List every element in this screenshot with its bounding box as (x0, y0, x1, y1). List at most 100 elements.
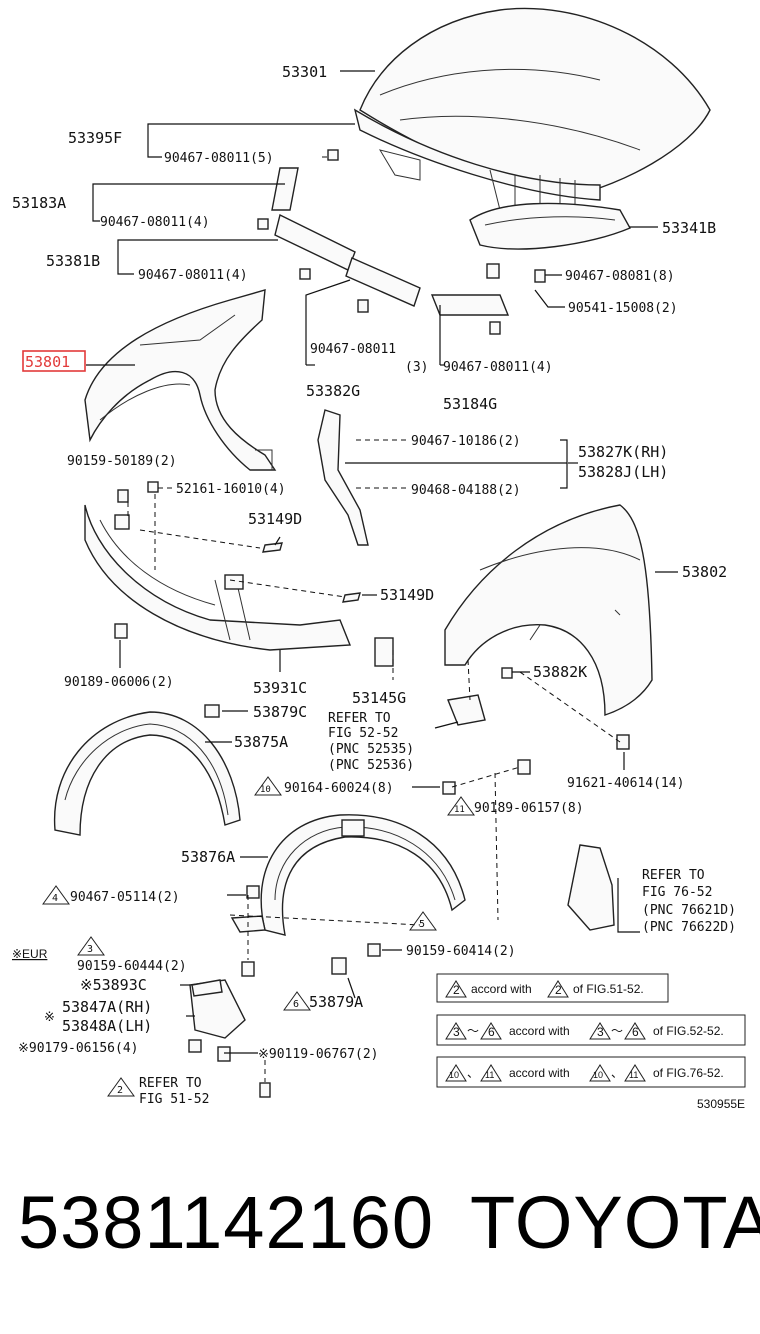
label-53395F[interactable]: 53395F (68, 129, 122, 147)
label-90468-04188[interactable]: 90468-04188(2) (411, 483, 521, 498)
pad-53149D-b-drawing[interactable] (342, 592, 361, 603)
mark-4-text: 4 (52, 893, 58, 904)
seal-53382G-drawing[interactable] (345, 257, 421, 307)
label-90164-60024[interactable]: 90164-60024(8) (284, 781, 394, 796)
label-53802[interactable]: 53802 (682, 563, 727, 581)
clip-90467-08011-5-drawing[interactable] (327, 149, 339, 161)
protector-53827K-drawing[interactable] (317, 409, 369, 546)
label-53848A[interactable]: 53848A(LH) (62, 1017, 152, 1035)
label-52161-16010[interactable]: 52161-16010(4) (176, 482, 286, 497)
label-90467-08011-5[interactable]: 90467-08011(5) (164, 151, 274, 166)
label-90119-06767[interactable]: ※90119-06767(2) (258, 1047, 378, 1062)
label-53876A[interactable]: 53876A (181, 848, 235, 866)
retainer-53879A-drawing[interactable] (331, 957, 347, 975)
label-53145G[interactable]: 53145G (352, 689, 406, 707)
svg-text:2: 2 (555, 983, 562, 997)
ref-fig-52-52-line2[interactable]: FIG 52-52 (328, 726, 398, 741)
highlight-box (22, 350, 86, 372)
part-drawings (53, 7, 711, 1098)
caption-part-number: 5381142160 (18, 1181, 435, 1264)
label-90467-08011-4a[interactable]: 90467-08011(4) (100, 215, 210, 230)
seal-53183A-drawing[interactable] (271, 167, 299, 211)
label-53893C[interactable]: ※53893C (80, 976, 147, 994)
label-90159-60414[interactable]: 90159-60414(2) (406, 944, 516, 959)
svg-text:accord with: accord with (509, 1066, 570, 1080)
liner-53875A-drawing[interactable] (53, 711, 241, 836)
label-53184G[interactable]: 53184G (443, 395, 497, 413)
seal-53341B-drawing[interactable] (469, 202, 631, 250)
label-90159-50189[interactable]: 90159-50189(2) (67, 454, 177, 469)
label-90467-08081[interactable]: 90467-08081(8) (565, 269, 675, 284)
svg-text:11: 11 (485, 1070, 494, 1080)
mark-11-text: 11 (454, 805, 465, 815)
label-53847A[interactable]: 53847A(RH) (62, 998, 152, 1016)
label-90179-06156[interactable]: ※90179-06156(4) (18, 1041, 138, 1056)
mark-2-triangle (107, 1077, 135, 1097)
svg-text:、: 、 (467, 1066, 479, 1080)
label-53827K[interactable]: 53827K(RH) (578, 443, 668, 461)
label-53382G[interactable]: 53382G (306, 382, 360, 400)
label-53341B[interactable]: 53341B (662, 219, 716, 237)
mark-10-text: 10 (260, 785, 271, 795)
mark-3-triangle (77, 936, 105, 956)
svg-text:～: ～ (467, 1024, 479, 1038)
label-90467-10186[interactable]: 90467-10186(2) (411, 434, 521, 449)
label-90467-08011-4b[interactable]: 90467-08011(4) (138, 268, 248, 283)
fender-53801-drawing[interactable] (84, 289, 277, 471)
ref-fig-51-52-line2[interactable]: FIG 51-52 (139, 1092, 209, 1107)
label-90159-60444[interactable]: 90159-60444(2) (77, 959, 187, 974)
ref-pnc-76621D: (PNC 76621D) (642, 903, 736, 918)
label-91621-40614[interactable]: 91621-40614(14) (567, 776, 684, 791)
label-53882K[interactable]: 53882K (533, 663, 587, 681)
label-90189-06157[interactable]: 90189-06157(8) (474, 801, 584, 816)
svg-text:6: 6 (632, 1025, 639, 1039)
svg-text:～: ～ (611, 1024, 623, 1038)
eur-note: ※EUR (12, 947, 48, 961)
label-90467-08011-3b: (3) (405, 360, 428, 375)
mudflap-drawing[interactable] (567, 844, 615, 931)
ref-fig-51-52-line1[interactable]: REFER TO (139, 1076, 202, 1091)
label-53875A[interactable]: 53875A (234, 733, 288, 751)
svg-text:of FIG.76-52.: of FIG.76-52. (653, 1066, 724, 1080)
svg-text:3: 3 (597, 1025, 604, 1039)
label-53149D-a[interactable]: 53149D (248, 510, 302, 528)
label-53149D-b[interactable]: 53149D (380, 586, 434, 604)
plate-53893C-drawing[interactable] (191, 979, 223, 997)
label-90189-06006[interactable]: 90189-06006(2) (64, 675, 174, 690)
bracket-53931C-drawing[interactable] (84, 504, 352, 651)
retainer-53879C-drawing[interactable] (204, 704, 220, 718)
label-53879A[interactable]: 53879A (309, 993, 363, 1011)
mark-5-text: 5 (419, 919, 425, 930)
pad-53149D-a-drawing[interactable] (262, 542, 283, 553)
svg-text:of FIG.51-52.: of FIG.51-52. (573, 982, 644, 996)
bracket-53882K-drawing[interactable] (447, 694, 486, 726)
fender-53802-drawing[interactable] (444, 504, 653, 716)
svg-text:accord with: accord with (471, 982, 532, 996)
note-boxes: 2 accord with 2 of FIG.51-52. 3 ～ 6 acco… (436, 973, 746, 1111)
leader-lines (86, 70, 678, 1082)
seal-53184G-drawing[interactable] (430, 294, 510, 316)
seal-53381B-drawing[interactable] (274, 213, 356, 271)
hood-drawing[interactable] (359, 7, 711, 196)
ref-fig-76-52-line1[interactable]: REFER TO (642, 868, 705, 883)
label-53381B[interactable]: 53381B (46, 252, 100, 270)
label-53301[interactable]: 53301 (282, 63, 327, 81)
label-90467-05114[interactable]: 90467-05114(2) (70, 890, 180, 905)
label-53931C[interactable]: 53931C (253, 679, 307, 697)
note-row-2: 3 ～ 6 accord with 3 ～ 6 of FIG.52-52. (436, 1014, 746, 1046)
mark-4-triangle (42, 885, 70, 905)
clip-53145G-drawing[interactable] (374, 637, 394, 667)
note-row-1: 2 accord with 2 of FIG.51-52. (436, 973, 669, 1003)
svg-text:10: 10 (593, 1070, 603, 1080)
label-53801[interactable]: 53801 (25, 353, 70, 371)
label-53183A[interactable]: 53183A (12, 194, 66, 212)
label-53879C[interactable]: 53879C (253, 703, 307, 721)
label-90467-08011-3a[interactable]: 90467-08011 (310, 342, 396, 357)
ref-fig-76-52-line2[interactable]: FIG 76-52 (642, 885, 712, 900)
ref-fig-52-52-line1[interactable]: REFER TO (328, 711, 391, 726)
caption-brand: TOYOTA (470, 1181, 760, 1264)
mark-5-triangle (409, 911, 437, 931)
label-53828J[interactable]: 53828J(LH) (578, 463, 668, 481)
label-90467-08011-4c[interactable]: 90467-08011(4) (443, 360, 553, 375)
label-90541-15008[interactable]: 90541-15008(2) (568, 301, 678, 316)
